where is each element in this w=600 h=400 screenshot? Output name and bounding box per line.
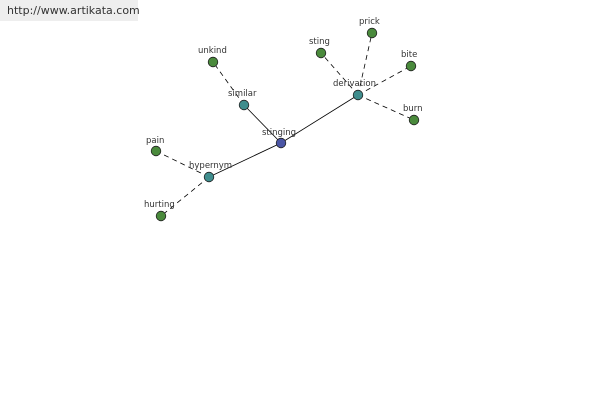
site-url[interactable]: http://www.artikata.com bbox=[7, 4, 140, 17]
edge-hypernym-hurting bbox=[160, 176, 210, 217]
relation-node-dot[interactable] bbox=[238, 99, 250, 111]
word-node-dot[interactable] bbox=[155, 210, 167, 222]
word-node-pain[interactable]: pain bbox=[146, 136, 164, 157]
word-node-dot[interactable] bbox=[207, 56, 219, 68]
edge-center-derivation bbox=[280, 94, 359, 144]
center-node-dot[interactable] bbox=[275, 137, 287, 149]
word-node-label[interactable]: hurting bbox=[144, 200, 175, 210]
relation-node-hypernym[interactable]: hypernym bbox=[189, 161, 232, 183]
word-node-bite[interactable]: bite bbox=[401, 50, 417, 72]
relation-node-dot[interactable] bbox=[203, 171, 215, 183]
edge-hypernym-pain bbox=[155, 150, 210, 178]
word-node-sting[interactable]: sting bbox=[309, 37, 330, 59]
word-node-prick[interactable]: prick bbox=[359, 17, 380, 39]
word-node-dot[interactable] bbox=[315, 47, 327, 59]
word-node-unkind[interactable]: unkind bbox=[198, 46, 227, 68]
relation-node-derivation[interactable]: derivation bbox=[333, 79, 376, 101]
word-node-dot[interactable] bbox=[405, 60, 417, 72]
nodes: unkind similar sting prick bite burn derivatio… bbox=[144, 17, 423, 222]
relation-node-similar[interactable]: similar bbox=[228, 89, 257, 111]
word-node-label[interactable]: pain bbox=[146, 136, 164, 146]
edge-derivation-prick bbox=[357, 32, 373, 96]
center-node-label[interactable]: stinging bbox=[262, 128, 296, 138]
center-node-stinging[interactable]: stinging bbox=[262, 128, 296, 149]
edges bbox=[155, 32, 415, 217]
relation-node-label[interactable]: hypernym bbox=[189, 161, 232, 171]
word-node-dot[interactable] bbox=[150, 145, 162, 157]
edge-derivation-sting bbox=[320, 52, 359, 96]
word-node-label[interactable]: sting bbox=[309, 37, 330, 47]
relation-node-label[interactable]: derivation bbox=[333, 79, 376, 89]
word-node-dot[interactable] bbox=[408, 114, 420, 126]
word-node-burn[interactable]: burn bbox=[403, 104, 423, 126]
edge-derivation-bite bbox=[357, 65, 412, 96]
word-node-hurting[interactable]: hurting bbox=[144, 200, 175, 222]
relation-node-label[interactable]: similar bbox=[228, 89, 257, 99]
word-node-label[interactable]: burn bbox=[403, 104, 423, 114]
word-node-label[interactable]: bite bbox=[401, 50, 417, 60]
site-banner: http://www.artikata.com bbox=[0, 0, 140, 21]
relation-node-dot[interactable] bbox=[352, 89, 364, 101]
edge-center-hypernym bbox=[208, 142, 282, 178]
edge-derivation-burn bbox=[357, 94, 415, 121]
word-node-dot[interactable] bbox=[366, 27, 378, 39]
word-node-label[interactable]: unkind bbox=[198, 46, 227, 56]
word-node-label[interactable]: prick bbox=[359, 17, 380, 27]
edge-center-similar bbox=[243, 104, 282, 144]
